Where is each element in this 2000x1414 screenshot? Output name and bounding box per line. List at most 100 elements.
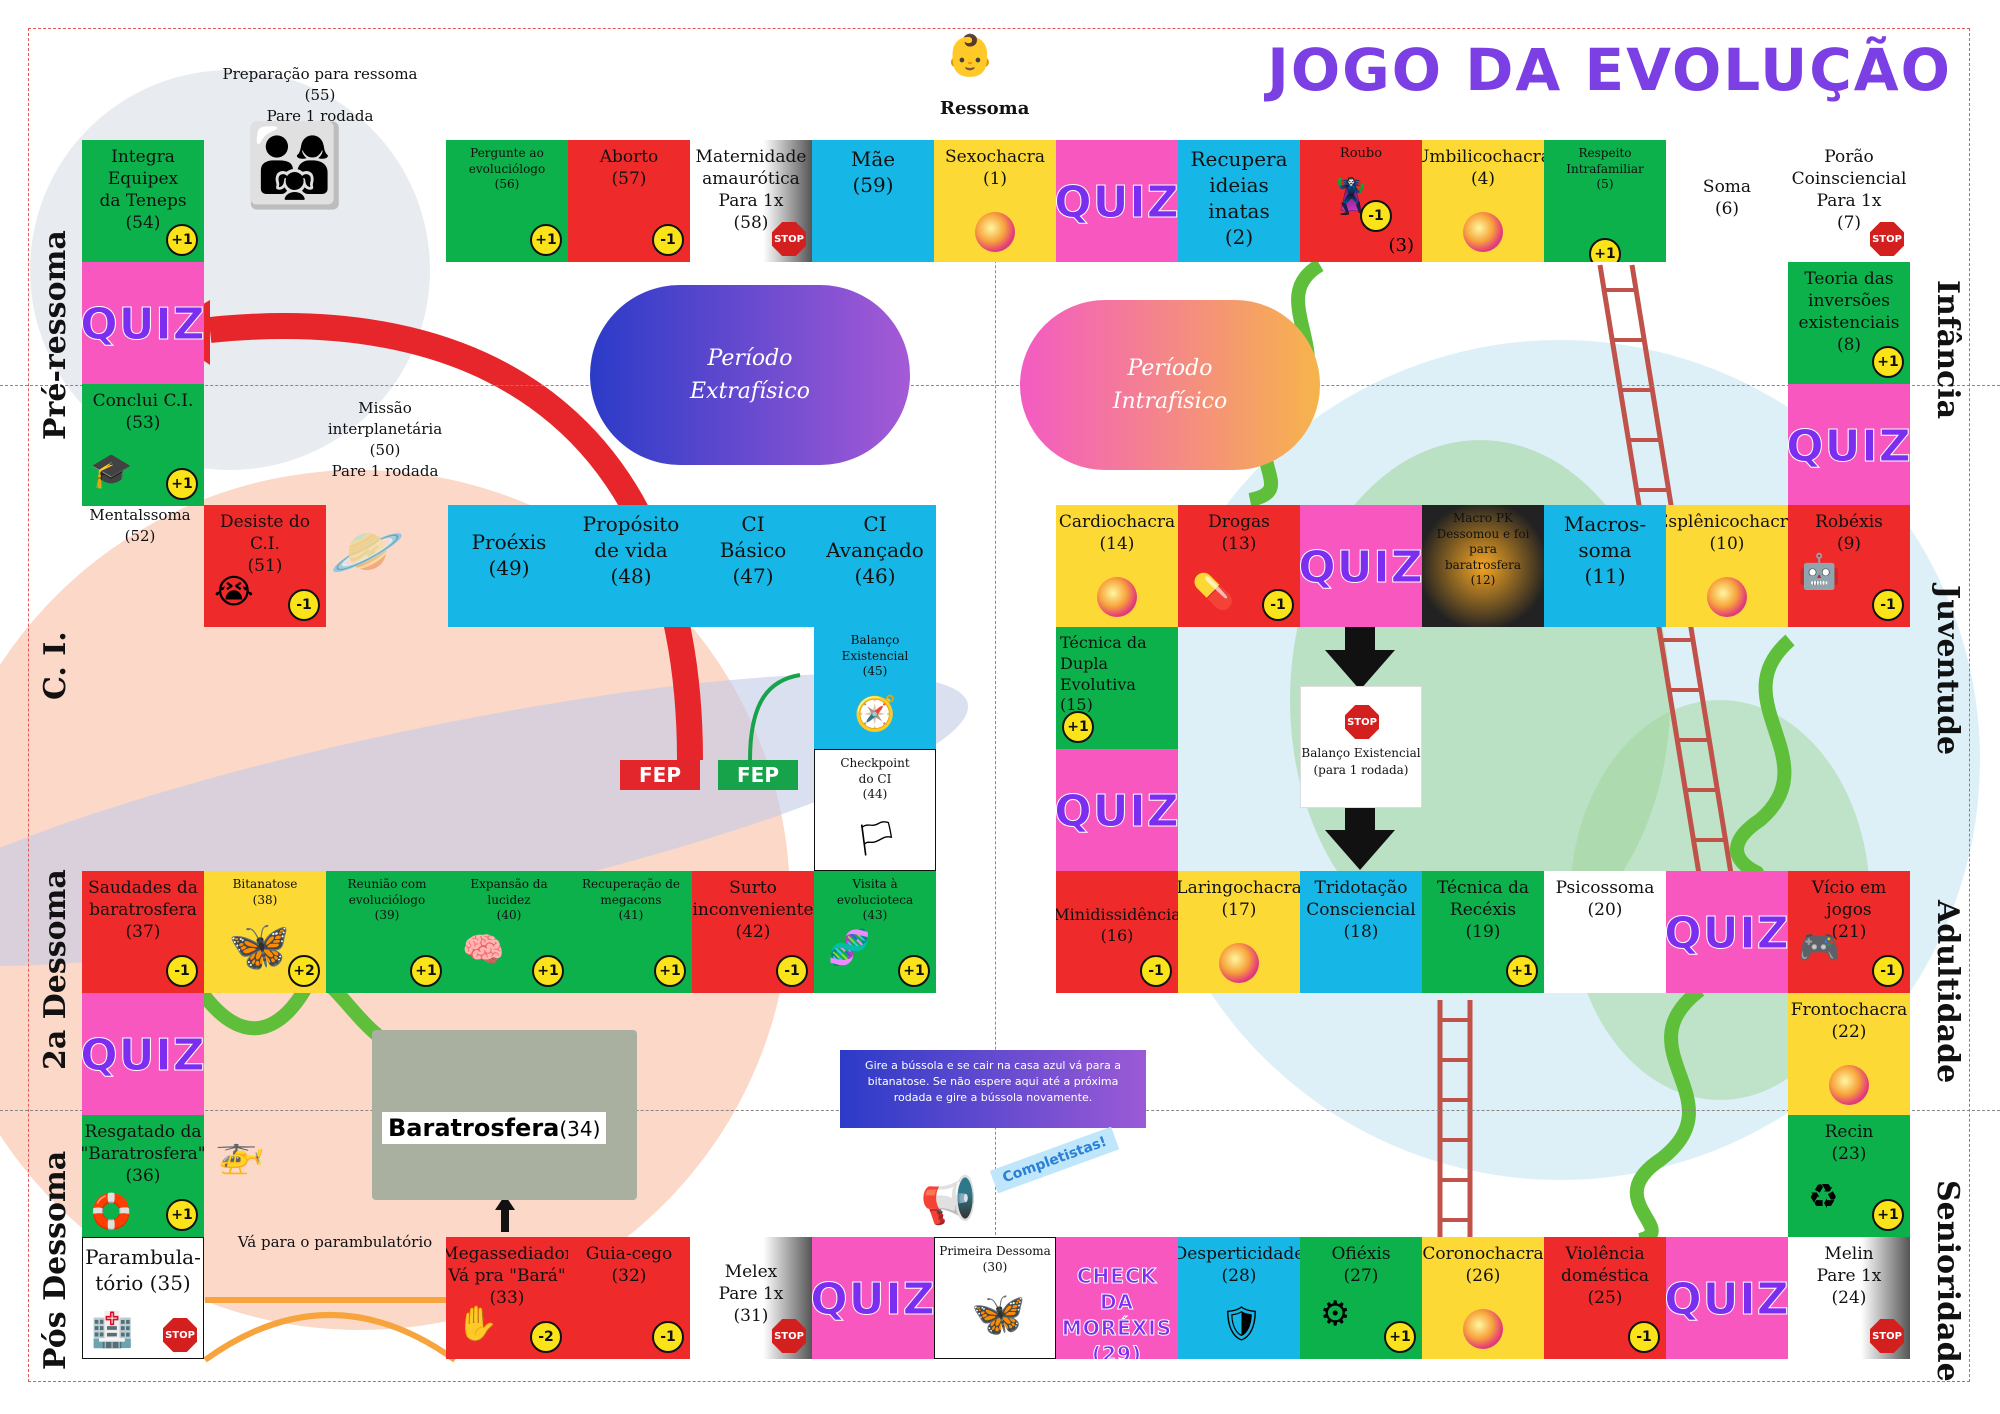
- board-cell-quiz: QUIZ: [812, 1237, 934, 1359]
- board-cell-48: Propósito de vida (48): [570, 505, 692, 627]
- planets-icon: 🪐: [330, 517, 405, 587]
- board-cell-40: Expansão da lucidez (40)🧠+1: [448, 871, 570, 993]
- board-cell-28: Desperticidade (28)🛡: [1178, 1237, 1300, 1359]
- gamepad-icon: 🎮: [1798, 928, 1841, 968]
- board-cell-16: Minidissidência (16)-1: [1056, 871, 1178, 993]
- board-cell-26: Coronochacra (26): [1422, 1237, 1544, 1359]
- board-cell-51: Desiste do C.I. (51)😭-1: [204, 505, 326, 627]
- board-cell-49: Proéxis (49): [448, 505, 570, 627]
- helicopter-icon: 🚁: [215, 1130, 265, 1176]
- bonus-badge: +1: [166, 468, 198, 500]
- board-cell-15: Técnica da Dupla Evolutiva (15)+1: [1056, 627, 1178, 749]
- compass-icon: 🧭: [854, 694, 897, 734]
- board-cell-41: Recuperação de megacons (41)+1: [570, 871, 692, 993]
- board-cell-7: Porão Coinsciencial Para 1x (7)STOP: [1788, 140, 1910, 262]
- bonus-badge: +1: [410, 955, 442, 987]
- board-cell-quiz: QUIZ: [1300, 505, 1422, 627]
- penalty-badge: -1: [1872, 955, 1904, 987]
- stop-icon: STOP: [772, 1319, 806, 1353]
- board-cell-42: Surto inconveniente (42)-1: [692, 871, 814, 993]
- bonus-badge: +1: [166, 224, 198, 256]
- hospital-icon: 🏥: [91, 1310, 134, 1350]
- fep-tag-red: FEP: [620, 760, 700, 790]
- chakra-icon: [1829, 1065, 1869, 1105]
- penalty-badge: -1: [1872, 589, 1904, 621]
- stop-icon: STOP: [163, 1318, 197, 1352]
- bonus-badge: +1: [166, 1199, 198, 1231]
- recycle-icon: ♻: [1808, 1177, 1839, 1217]
- penalty-badge: -1: [1360, 200, 1392, 232]
- board-cell-31: Melex Pare 1x (31)STOP: [690, 1237, 812, 1359]
- board-cell-22: Frontochacra (22): [1788, 993, 1910, 1115]
- chakra-icon: [1463, 1309, 1503, 1349]
- board-cell-59: Mãe (59): [812, 140, 934, 262]
- brain-icon: 🧠: [462, 930, 505, 970]
- bonus-badge: +1: [654, 955, 686, 987]
- note-mentalssoma: Mentalssoma (52): [89, 506, 191, 545]
- board-cell-39: Reunião com evoluciólogo (39)+1: [326, 871, 448, 993]
- board-cell-46: CI Avançado (46): [814, 505, 936, 627]
- board-cell-17: Laringochacra (17): [1178, 871, 1300, 993]
- cloud-periodo-extrafisico: Período Extrafísico: [590, 285, 910, 465]
- hand-icon: ✋: [456, 1304, 499, 1344]
- stop-icon: STOP: [1345, 705, 1379, 739]
- flag-icon: 🏳: [855, 819, 899, 859]
- bonus-badge: +1: [1062, 711, 1094, 743]
- board-cell-20: Psicossoma (20): [1544, 871, 1666, 993]
- penalty-badge: -2: [530, 1321, 562, 1353]
- board-cell-30: Primeira Dessoma (30)🦋: [934, 1237, 1056, 1359]
- board-cell-56: Pergunte ao evoluciólogo (56)+1: [446, 140, 568, 262]
- board-cell-32: Guia-cego (32)-1: [568, 1237, 690, 1359]
- board-cell-35: Parambula- tório (35)🏥STOP: [82, 1237, 204, 1359]
- lifebuoy-icon: 🛟: [90, 1192, 133, 1232]
- side-label-juventude: Juventude: [1930, 585, 1965, 756]
- board-frame: [28, 28, 1970, 1382]
- diploma-icon: 🎓: [90, 451, 133, 491]
- board-cell-43: Visita à evolucioteca (43)🧬+1: [814, 871, 936, 993]
- penalty-badge: -1: [776, 955, 808, 987]
- board-cell-quiz: QUIZ: [1666, 871, 1788, 993]
- board-cell-quiz: QUIZ: [1666, 1237, 1788, 1359]
- chakra-icon: [1097, 577, 1137, 617]
- dna-icon: 🧬: [828, 928, 871, 968]
- board-cell-4: Umbilicochacra (4): [1422, 140, 1544, 262]
- chakra-icon: [1707, 577, 1747, 617]
- chakra-icon: [975, 212, 1015, 252]
- ressoma-label: Ressoma: [940, 98, 1030, 119]
- board-cell-24: Melin Pare 1x (24)STOP: [1788, 1237, 1910, 1359]
- divider-line: [995, 160, 996, 1260]
- stop-icon: STOP: [1870, 222, 1904, 256]
- bonus-badge: +1: [1872, 346, 1904, 378]
- butterfly-icon: 🦋: [971, 1289, 1026, 1340]
- board-cell-9: Robéxis (9)🤖-1: [1788, 505, 1910, 627]
- bonus-badge: +2: [288, 955, 320, 987]
- board-cell-27: Ofiéxis (27)⚙+1: [1300, 1237, 1422, 1359]
- note-missao-interplanetaria: Missão interplanetária (50) Pare 1 rodad…: [327, 399, 443, 480]
- penalty-badge: -1: [288, 589, 320, 621]
- bonus-badge: +1: [1506, 955, 1538, 987]
- cell-number: (3): [1388, 235, 1415, 256]
- side-label-ci: C. I.: [38, 631, 73, 700]
- bonus-badge: +1: [532, 955, 564, 987]
- side-label-pos-dessoma: Pós Dessoma: [38, 1150, 73, 1370]
- board-cell-38: Bitanatose (38)🦋+2: [204, 871, 326, 993]
- pills-icon: 💊: [1192, 572, 1235, 612]
- board-cell-10: Esplênicochacra (10): [1666, 505, 1788, 627]
- board-cell-2: Recupera ideias inatas (2): [1178, 140, 1300, 262]
- crying-face-icon: 😭: [214, 572, 254, 612]
- board-cell-1: Sexochacra (1): [934, 140, 1056, 262]
- parambulatorio-link-note: Vá para o parambulatório: [237, 1233, 433, 1251]
- cloud-periodo-intrafisico: Período Intrafísico: [1020, 300, 1320, 470]
- board-cell-21: Vício em jogos (21)🎮-1: [1788, 871, 1910, 993]
- board-cell-58: Maternidade amaurótica Para 1x (58)STOP: [690, 140, 812, 262]
- board-cell-quiz: QUIZ: [1788, 384, 1910, 506]
- board-cell-8: Teoria das inversões existenciais (8)+1: [1788, 262, 1910, 384]
- bonus-badge: +1: [1872, 1199, 1904, 1231]
- board-cell-29: CHECK DA MORÉXIS (29): [1056, 1237, 1178, 1359]
- board-cell-47: CI Básico (47): [692, 505, 814, 627]
- board-cell-12: Macro PK Dessomou e foi para baratrosfer…: [1422, 505, 1544, 627]
- board-cell-54: Integra Equipex da Teneps (54)+1: [82, 140, 204, 262]
- stop-icon: STOP: [1870, 1319, 1904, 1353]
- penalty-badge: -1: [166, 955, 198, 987]
- penalty-badge: -1: [1262, 589, 1294, 621]
